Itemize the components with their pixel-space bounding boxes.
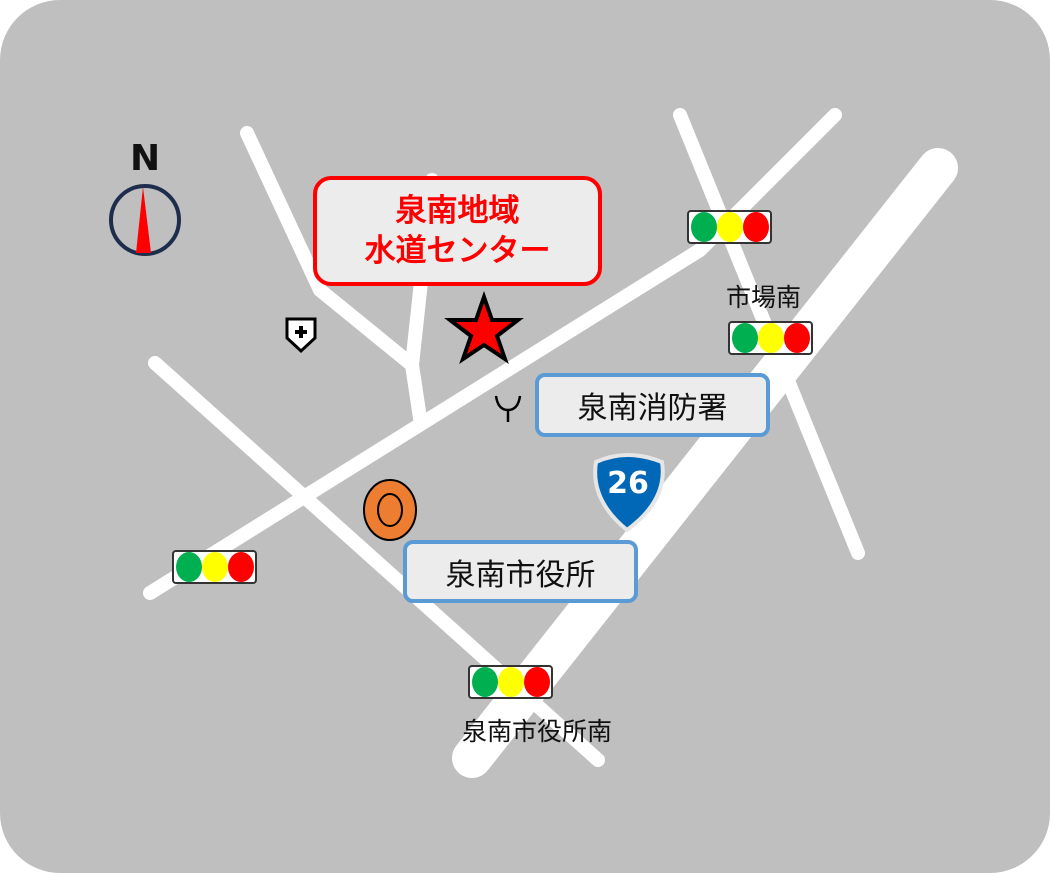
road [143, 108, 842, 600]
compass-icon [109, 184, 181, 256]
route-number: 26 [607, 466, 649, 501]
route-shield-icon [593, 453, 665, 533]
highway [452, 148, 958, 778]
road [240, 126, 419, 372]
traffic-light-icon [687, 210, 772, 244]
facility-label[interactable]: 泉南地域 水道センター [313, 176, 602, 286]
intersection-label-cityhall-south: 泉南市役所南 [462, 717, 613, 746]
traffic-light-icon [728, 321, 813, 355]
post-office-icon [363, 479, 417, 541]
traffic-light-icon [172, 550, 257, 584]
compass-north-label: N [130, 138, 161, 179]
facility-name-line1: 泉南地域 [395, 193, 520, 229]
star-icon [444, 290, 524, 364]
fire-station-label[interactable]: 泉南消防署 [535, 373, 770, 437]
hospital-icon [285, 317, 317, 354]
fire-station-icon [494, 395, 522, 422]
city-hall-label[interactable]: 泉南市役所 [403, 540, 638, 603]
traffic-light-icon [468, 665, 553, 699]
intersection-label-ichibaminami: 市場南 [726, 283, 802, 312]
facility-name-line2: 水道センター [364, 233, 551, 269]
